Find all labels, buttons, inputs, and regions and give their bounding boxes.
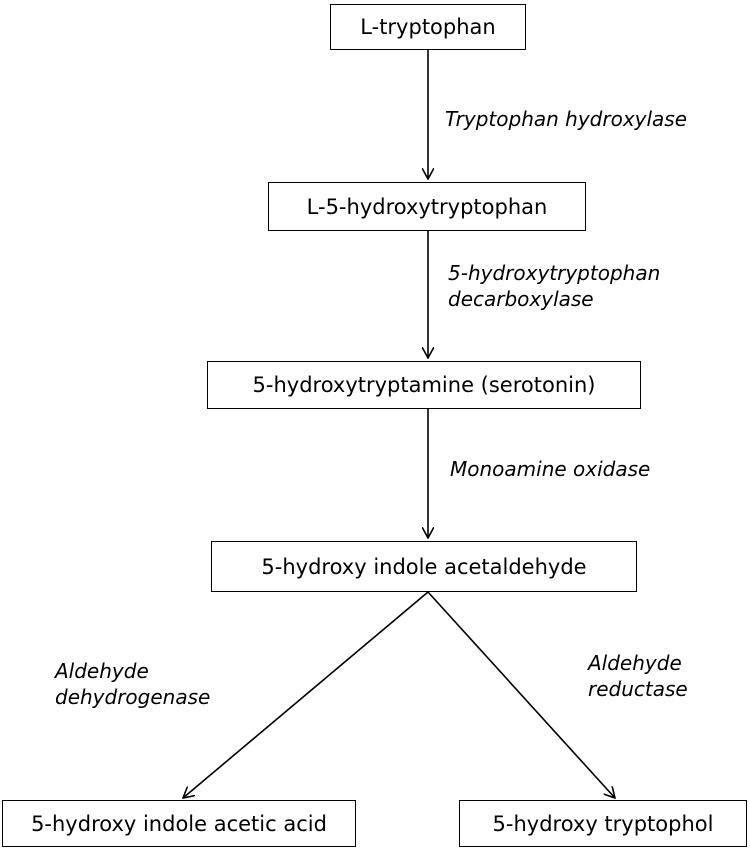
arrow-acetaldehyde-to-tryptophol	[427, 591, 615, 798]
node-5-hydroxy-tryptophol-label: 5-hydroxy tryptophol	[492, 811, 714, 836]
node-5-hydroxy-tryptophol: 5-hydroxy tryptophol	[459, 800, 747, 847]
node-l-5-hydroxytryptophan: L-5-hydroxytryptophan	[268, 182, 586, 231]
enzyme-tryptophan-hydroxylase: Tryptophan hydroxylase	[445, 107, 688, 131]
node-5-hydroxy-indole-acetaldehyde: 5-hydroxy indole acetaldehyde	[211, 541, 637, 592]
node-l-5-hydroxytryptophan-label: L-5-hydroxytryptophan	[306, 194, 548, 219]
node-5-hydroxy-indole-acetic-acid-label: 5-hydroxy indole acetic acid	[31, 811, 327, 836]
enzyme-aldehyde-reductase: Aldehyde reductase	[588, 651, 688, 701]
node-serotonin-label: 5-hydroxytryptamine (serotonin)	[252, 373, 596, 397]
arrow-acetaldehyde-to-acetic-acid	[183, 591, 429, 798]
enzyme-aldehyde-dehydrogenase: Aldehyde dehydrogenase	[55, 659, 211, 709]
node-l-tryptophan: L-tryptophan	[330, 4, 526, 50]
node-l-tryptophan-label: L-tryptophan	[360, 15, 496, 39]
node-5-hydroxy-indole-acetic-acid: 5-hydroxy indole acetic acid	[2, 800, 356, 847]
node-5-hydroxy-indole-acetaldehyde-label: 5-hydroxy indole acetaldehyde	[261, 554, 587, 579]
enzyme-5-hydroxytryptophan-decarboxylase: 5-hydroxytryptophan decarboxylase	[448, 261, 661, 311]
enzyme-monoamine-oxidase: Monoamine oxidase	[450, 457, 651, 481]
node-serotonin: 5-hydroxytryptamine (serotonin)	[207, 361, 641, 409]
